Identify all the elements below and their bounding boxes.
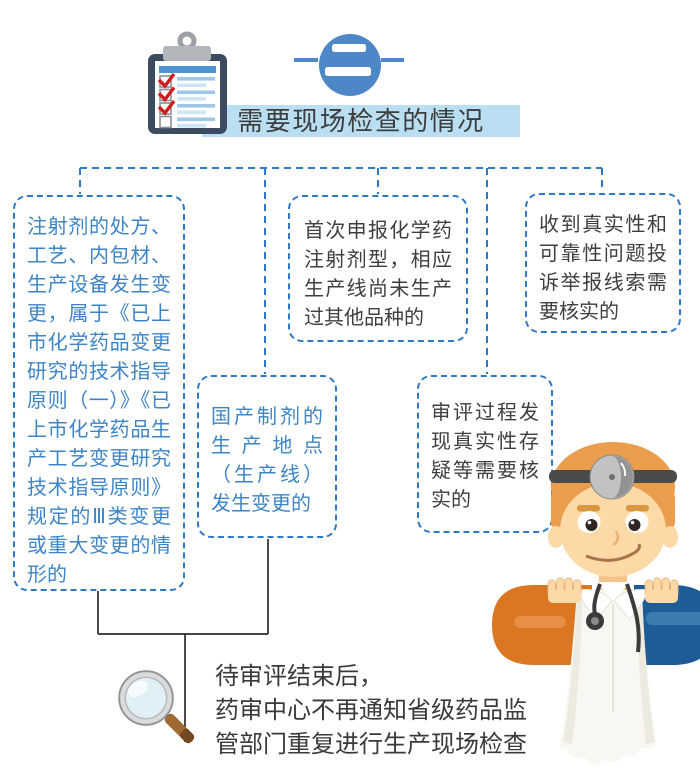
- right-hand: [644, 577, 679, 603]
- box-site-change: 国产制剂的生产地点（生产线）发生变更的: [197, 375, 337, 538]
- section-title: 需要现场检查的情况: [237, 106, 485, 136]
- doctor-holding-capsule-illustration: [492, 442, 700, 765]
- doctor-hands: [547, 577, 679, 603]
- dark-solid-connectors: [97, 539, 269, 742]
- doctor-coat: [559, 582, 656, 765]
- blue-dashed-connectors: [79, 167, 603, 374]
- doctor-head: [548, 442, 678, 577]
- right-ear: [662, 526, 678, 548]
- box-first-filing: 首次申报化学药注射剂型，相应生产线尚未生产过其他品种的: [288, 195, 468, 342]
- right-eyebrow: [626, 505, 649, 512]
- section-two-badge-icon: [294, 34, 404, 96]
- section-title-bar: 需要现场检查的情况: [202, 105, 520, 137]
- red-checkmarks: [157, 72, 176, 116]
- checklist-rows: [157, 72, 215, 129]
- box-review-doubt: 审评过程发现真实性存疑等需要核实的: [417, 375, 553, 533]
- left-eyebrow: [577, 505, 600, 512]
- eyes: [577, 511, 649, 533]
- magnifying-glass-icon: [118, 670, 195, 744]
- capsule-pill: [492, 585, 700, 665]
- stethoscope: [586, 583, 641, 653]
- smile: [585, 543, 641, 562]
- box-complaint-tip: 收到真实性和可靠性问题投诉举报线索需要核实的: [525, 193, 681, 333]
- left-hand: [547, 577, 582, 603]
- nose: [612, 530, 620, 547]
- clipboard-checklist-icon: [148, 31, 227, 134]
- head-mirror-icon: [589, 454, 635, 500]
- box-injection-change: 注射剂的处方、工艺、内包材、生产设备发生变更，属于《已上市化学药品变更研究的技术…: [13, 195, 185, 591]
- conclusion-note: 待审评结束后， 药审中心不再通知省级药品监 管部门重复进行生产现场检查: [215, 663, 527, 758]
- header-graphics: [148, 31, 404, 134]
- left-ear: [548, 526, 564, 548]
